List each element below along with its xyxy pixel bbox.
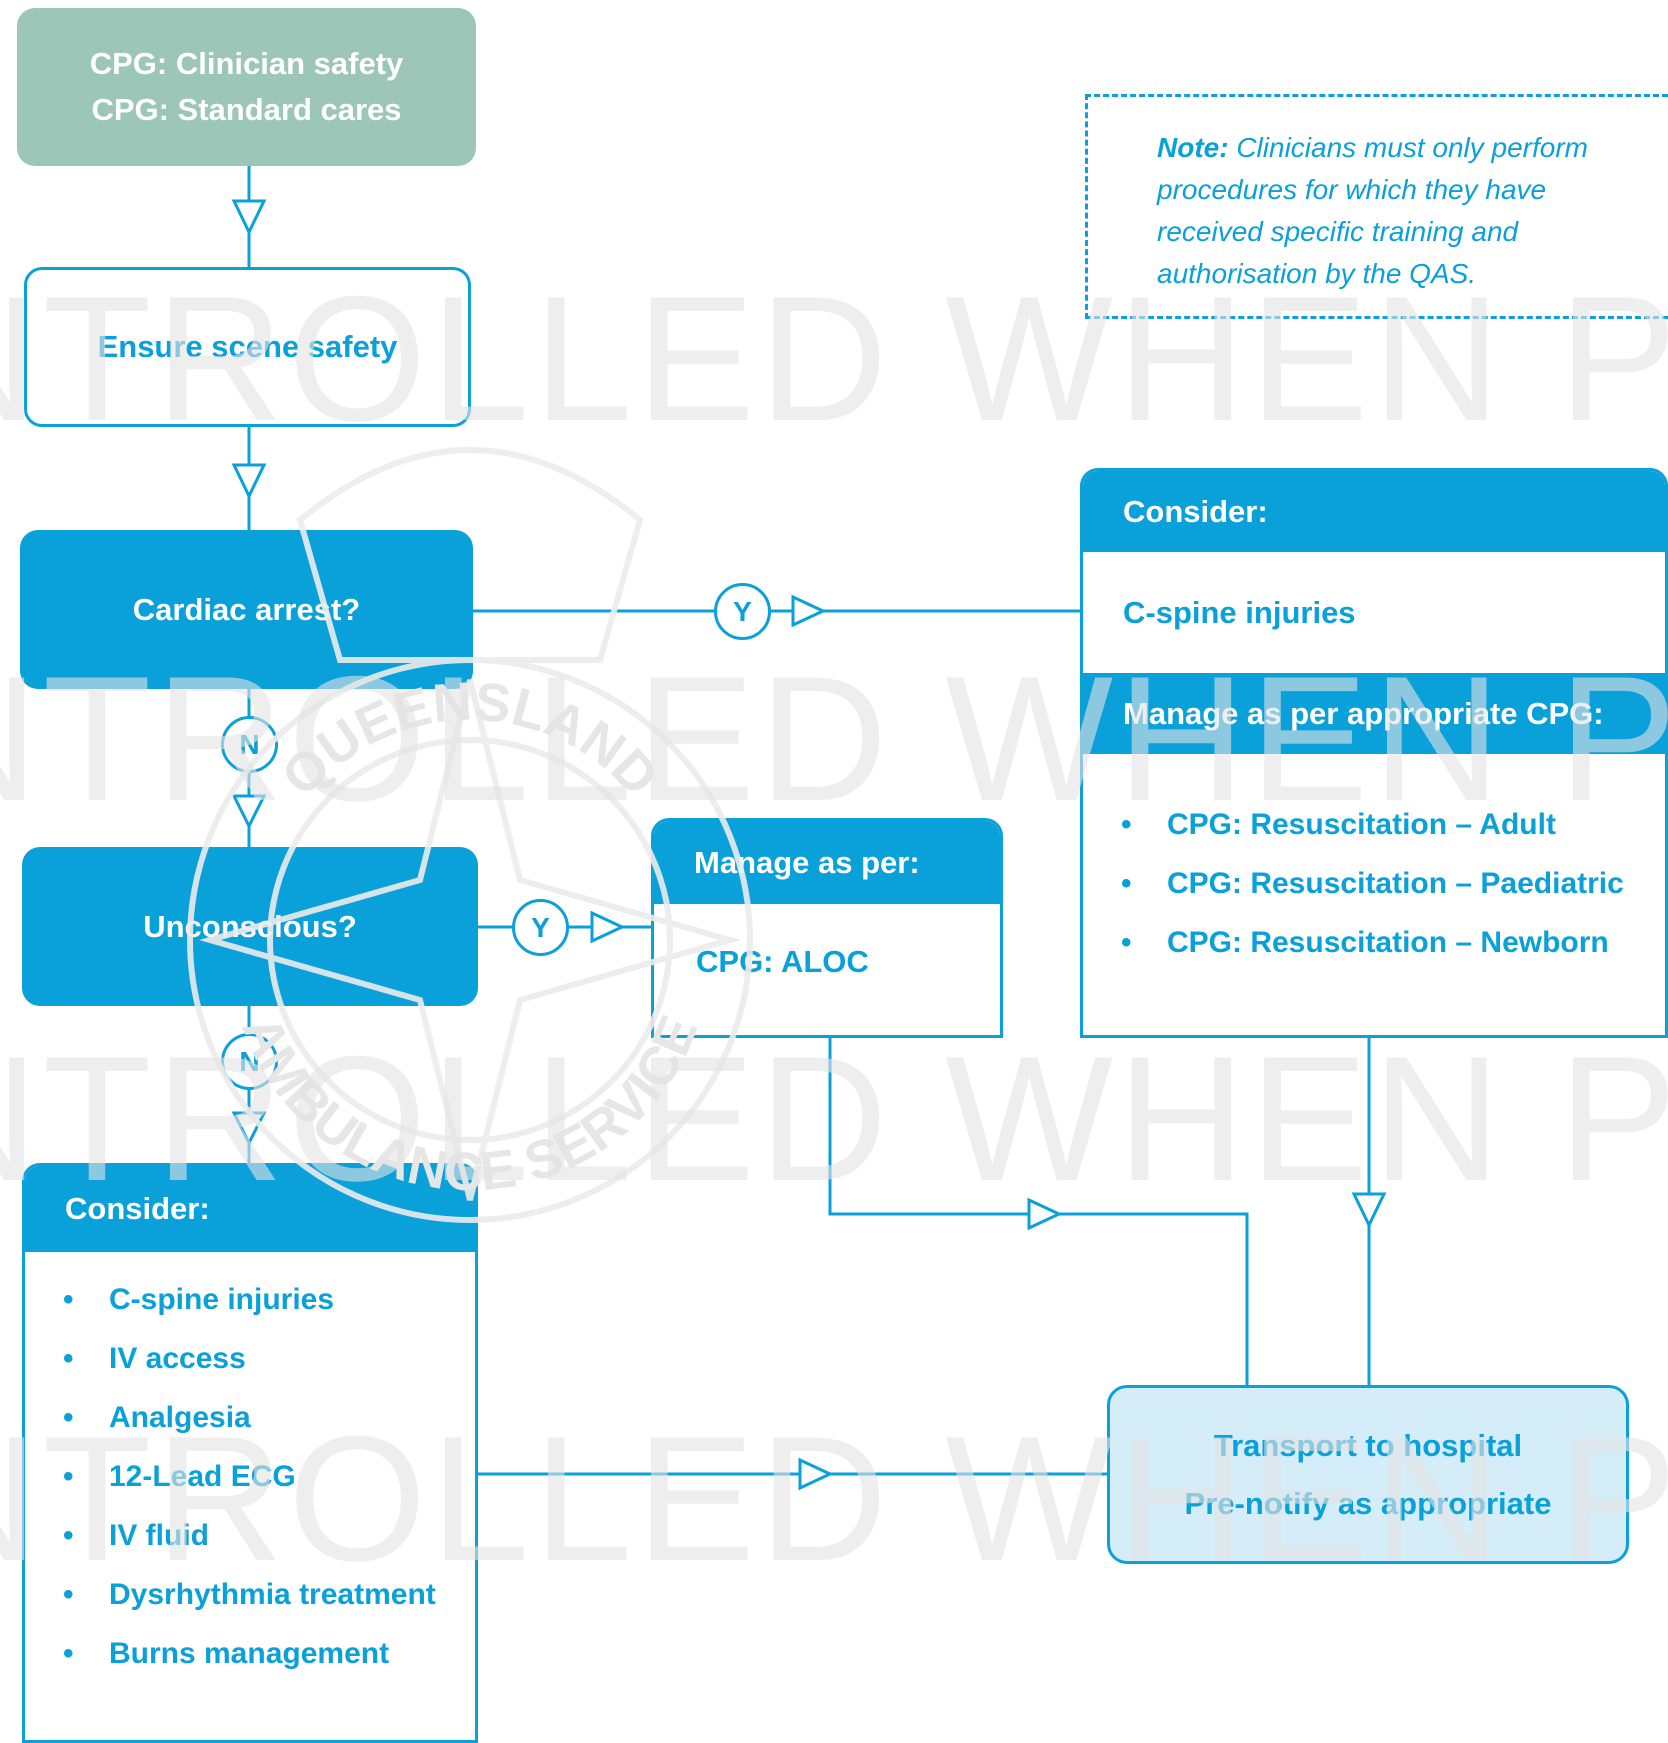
list-item: IV fluid <box>25 1512 475 1571</box>
clinician-safety-box: CPG: Clinician safety CPG: Standard care… <box>17 8 476 166</box>
consider-right-header: Consider: <box>1083 471 1665 552</box>
aloc-body-text: CPG: ALOC <box>696 944 869 979</box>
unconscious-text: Unconscious? <box>143 908 357 944</box>
list-item: IV access <box>25 1335 475 1394</box>
consider-left-header-text: Consider: <box>65 1191 210 1226</box>
unconscious-yes-marker: Y <box>512 899 569 956</box>
list-item: CPG: Resuscitation – Adult <box>1083 801 1665 860</box>
unconscious-no-marker: N <box>221 1033 278 1090</box>
arrowhead-2 <box>231 463 267 500</box>
transport-box: Transport to hospital Pre-notify as appr… <box>1107 1385 1629 1564</box>
aloc-header-text: Manage as per: <box>694 844 920 880</box>
resuscitation-list: CPG: Resuscitation – Adult CPG: Resuscit… <box>1083 754 1665 978</box>
consider-right-box: Consider: C-spine injuries Manage as per… <box>1080 468 1668 1038</box>
consider-left-header: Consider: <box>25 1166 475 1252</box>
arrowhead-7 <box>1027 1197 1063 1231</box>
consider-right-header-text: Consider: <box>1123 493 1268 529</box>
cardiac-yes-marker: Y <box>714 583 771 640</box>
consider-left-list: C-spine injuries IV access Analgesia 12-… <box>25 1252 475 1689</box>
cardiac-arrest-text: Cardiac arrest? <box>132 591 361 627</box>
list-item: 12-Lead ECG <box>25 1453 475 1512</box>
list-item: CPG: Resuscitation – Paediatric <box>1083 860 1665 919</box>
transport-text: Transport to hospital <box>1213 1427 1523 1463</box>
note-label: Note: <box>1157 132 1229 163</box>
list-item: C-spine injuries <box>25 1276 475 1335</box>
clinician-safety-text: CPG: Clinician safety <box>89 46 404 81</box>
consider-right-body-text: C-spine injuries <box>1123 594 1356 630</box>
list-item: CPG: Resuscitation – Newborn <box>1083 919 1665 978</box>
list-item: Analgesia <box>25 1394 475 1453</box>
scene-safety-box: Ensure scene safety <box>24 267 471 427</box>
prenotify-text: Pre-notify as appropriate <box>1184 1485 1552 1521</box>
scene-safety-text: Ensure scene safety <box>97 329 398 364</box>
arrowhead-9 <box>798 1457 834 1491</box>
unconscious-decision: Unconscious? <box>22 847 478 1006</box>
cardiac-no-marker: N <box>221 716 278 773</box>
list-item: Burns management <box>25 1630 475 1689</box>
arrowhead-8 <box>1351 1192 1387 1229</box>
consider-left-box: Consider: C-spine injuries IV access Ana… <box>22 1163 478 1743</box>
manage-cpg-header-text: Manage as per appropriate CPG: <box>1123 695 1604 731</box>
arrowhead-4 <box>231 1111 267 1147</box>
cardiac-arrest-decision: Cardiac arrest? <box>20 530 473 689</box>
arrowhead-3 <box>231 794 267 830</box>
aloc-box: Manage as per: CPG: ALOC <box>651 818 1003 1038</box>
list-item: Dysrhythmia treatment <box>25 1571 475 1630</box>
consider-right-body: C-spine injuries <box>1083 552 1665 673</box>
arrowhead-5 <box>791 594 827 628</box>
note-paragraph: Note: Clinicians must only perform proce… <box>1157 127 1627 295</box>
arrowhead-6 <box>590 910 626 944</box>
arrowhead-1 <box>231 199 267 236</box>
note-text: Clinicians must only perform procedures … <box>1157 132 1588 289</box>
manage-cpg-header: Manage as per appropriate CPG: <box>1083 673 1665 754</box>
standard-cares-text: CPG: Standard cares <box>91 92 402 127</box>
aloc-header: Manage as per: <box>654 821 1000 904</box>
note-box: Note: Clinicians must only perform proce… <box>1085 94 1668 319</box>
